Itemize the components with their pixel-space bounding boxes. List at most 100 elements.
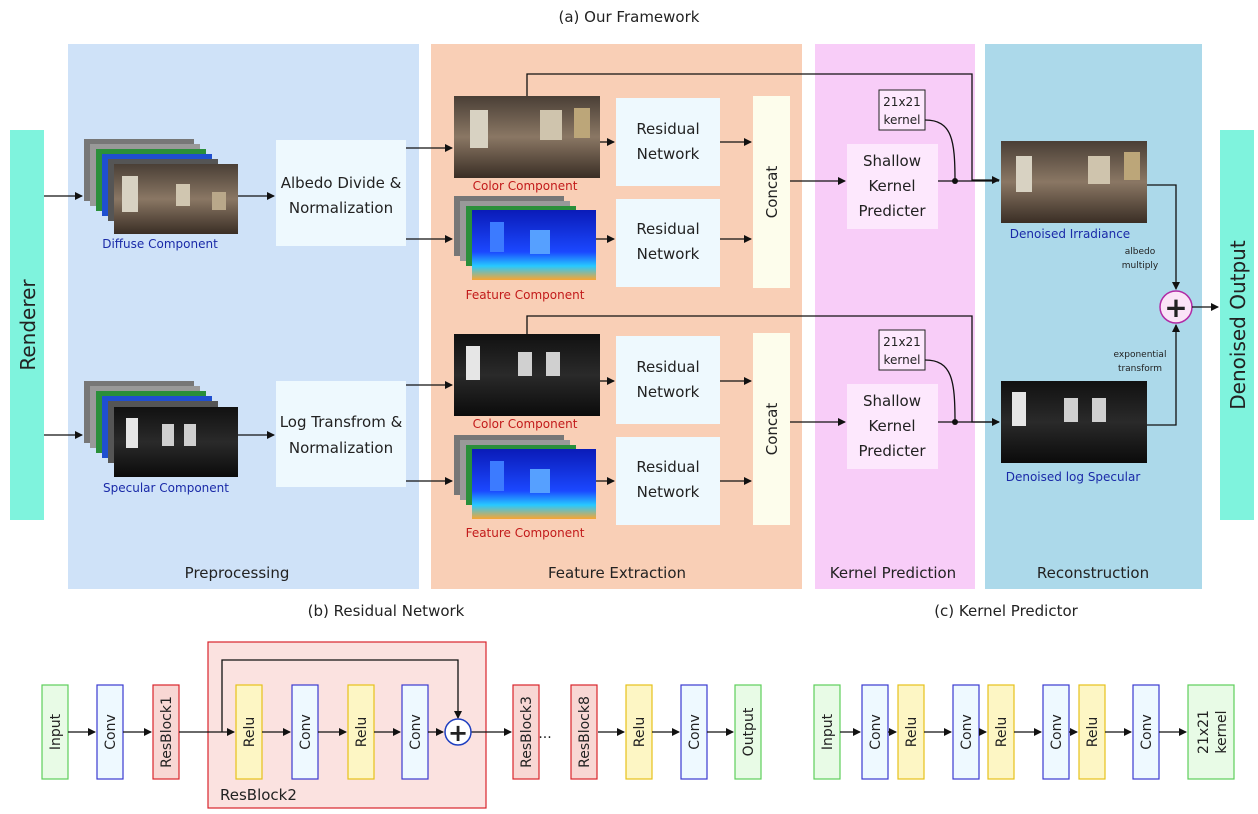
residual-box-4-line-2: Network [637,483,700,501]
kp-output-line-2: kernel [1214,710,1230,753]
albedo-divide-label-2: Normalization [289,199,393,217]
stage-label-feature-extraction: Feature Extraction [548,564,686,582]
feature-component-image-bottom [454,435,596,519]
color-component-caption-top: Color Component [473,179,578,193]
resblock2-label: ResBlock2 [220,786,297,804]
residual-box-4-line-1: Residual [636,458,699,476]
shallow-bottom-line-2: Kernel [868,417,915,435]
kp-block-conv [861,684,889,780]
resnet-block-label: ResBlock1 [159,696,175,768]
residual-network-box-4 [616,437,720,525]
kp-block-conv [952,684,980,780]
kp-block-input [813,684,841,780]
albedo-divide-label-1: Albedo Divide & [281,174,402,192]
kernel-predictor-title: (c) Kernel Predictor [934,602,1078,620]
resnet-block-conv [96,684,124,780]
kp-block-label: Conv [1139,714,1155,750]
kp-block-label: Relu [994,717,1010,747]
resnet-block-label: Relu [242,717,258,747]
diffuse-component-caption: Diffuse Component [102,237,218,251]
kp-block-label: Relu [1085,717,1101,747]
denoised-log-specular-image [1001,381,1147,463]
kp-block-label: Conv [1049,714,1065,750]
kp-block-label: Relu [904,717,920,747]
framework-title: (a) Our Framework [559,8,700,26]
kp-block-label: Conv [959,714,975,750]
shallow-top-line-3: Predicter [858,202,926,220]
specular-component-caption: Specular Component [103,481,229,495]
residual-box-1-line-2: Network [637,145,700,163]
residual-box-3-line-1: Residual [636,358,699,376]
kp-block-conv [1132,684,1160,780]
stage-label-kernel-prediction: Kernel Prediction [830,564,956,582]
residual-box-1-line-1: Residual [636,120,699,138]
resnet-block-relu [235,684,263,780]
feature-component-caption-top: Feature Component [466,288,585,302]
residual-add-node [444,718,472,746]
concat-box-top [753,96,790,288]
denoised-log-specular-caption: Denoised log Specular [1006,470,1141,484]
color-component-image-top [454,96,600,178]
specular-image-stack [84,381,238,477]
residual-network-box-3 [616,336,720,424]
resnet-block-label: Conv [408,714,424,750]
log-transform-label-2: Normalization [289,439,393,457]
kp-block-label: Input [820,713,836,750]
kernel-predictor-chain: Input Conv Relu Conv Relu Conv Relu Conv [813,684,1187,780]
kp-output-box [1187,684,1235,780]
residual-network-box-1 [616,98,720,186]
resnet-block-output [734,684,762,780]
diffuse-image-stack [84,139,238,234]
concat-label-bottom: Concat [763,403,781,456]
resnet-block-resblock3 [512,684,540,780]
resnet-block-label: Input [48,713,64,750]
resnet-block-conv [401,684,429,780]
stage-label-preprocessing: Preprocessing [185,564,290,582]
kp-block-relu [987,684,1015,780]
log-transform-label-1: Log Transfrom & [280,413,403,431]
kp-block-conv [1042,684,1070,780]
feature-component-caption-bottom: Feature Component [466,526,585,540]
kernel-size-top-line-1: 21x21 [883,95,921,109]
kp-block-label: Conv [868,714,884,750]
resnet-block-input [41,684,69,780]
resnet-block-label: Conv [687,714,703,750]
kernel-size-bottom-line-2: kernel [884,353,921,367]
residual-network-title: (b) Residual Network [308,602,465,620]
residual-add-sign: + [448,719,468,747]
feature-component-image-top [454,196,596,280]
preprocessing-panel [68,44,419,589]
shallow-top-line-1: Shallow [863,152,921,170]
kp-block-relu [897,684,925,780]
kernel-size-box-bottom [878,329,926,371]
kernel-size-box-top [878,89,926,131]
denoised-output-label: Denoised Output [1226,240,1250,410]
log-transform-box [276,381,406,487]
resnet-block-label: ResBlock3 [519,696,535,768]
resnet-block-label: Relu [632,717,648,747]
denoised-irradiance-image [1001,141,1147,223]
shallow-top-line-2: Kernel [868,177,915,195]
kp-block-relu [1078,684,1106,780]
resnet-block-relu [347,684,375,780]
residual-box-3-line-2: Network [637,383,700,401]
combine-plus-sign: + [1164,291,1187,324]
concat-label-top: Concat [763,166,781,219]
resnet-block-conv [680,684,708,780]
shallow-kernel-predicter-top [847,144,938,229]
renderer-label: Renderer [16,279,40,371]
resnet-block-label: Conv [298,714,314,750]
concat-box-bottom [753,333,790,525]
resnet-block-label: Output [741,707,757,756]
resnet-block-conv [291,684,319,780]
denoised-output-bar [1220,130,1254,520]
residual-network-box-2 [616,199,720,287]
residual-box-2-line-1: Residual [636,220,699,238]
residual-box-2-line-2: Network [637,245,700,263]
shallow-bottom-line-1: Shallow [863,392,921,410]
resnet-block-label: Conv [103,714,119,750]
exponential-transform-line-1: exponential [1114,350,1167,360]
kernel-size-bottom-line-1: 21x21 [883,335,921,349]
shallow-bottom-line-3: Predicter [858,442,926,460]
